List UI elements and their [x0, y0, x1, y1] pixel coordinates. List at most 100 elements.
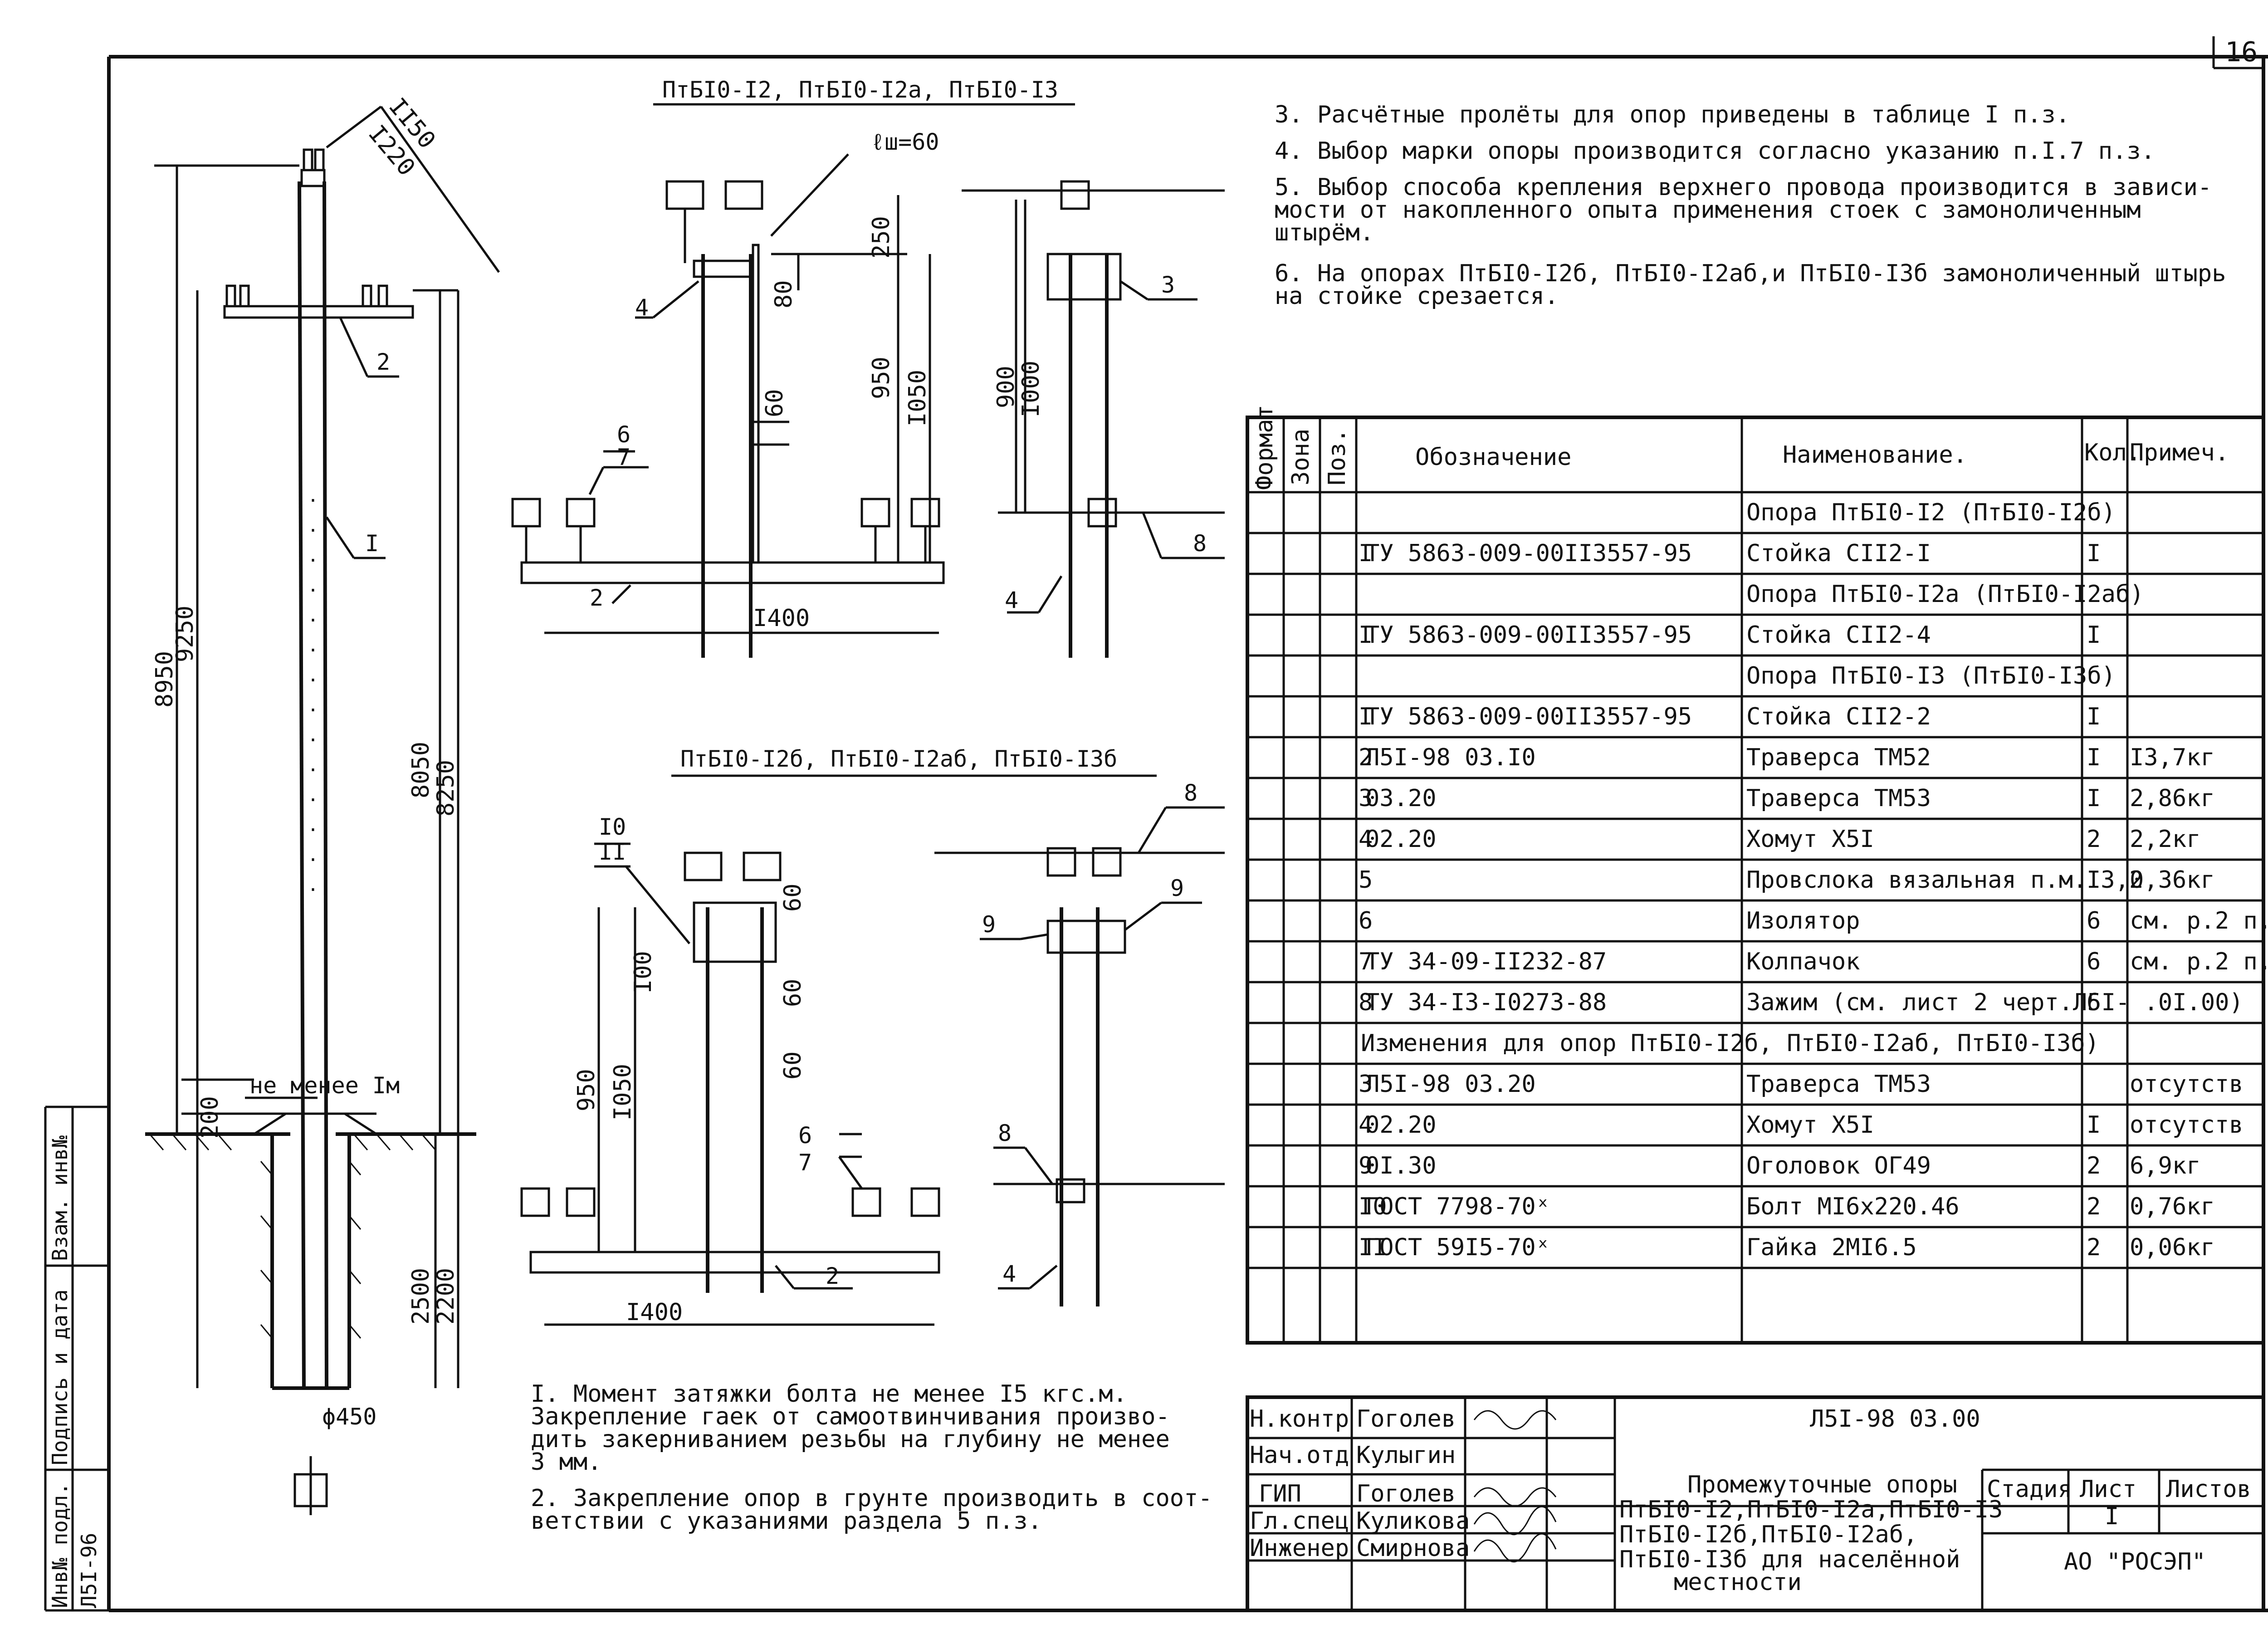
- dim-60-c: 60: [779, 978, 807, 1007]
- note-line: 5. Выбор способа крепления верхнего пров…: [1275, 174, 2212, 201]
- pos-4-view-a: 4: [635, 294, 649, 321]
- spec-cell-pos: 4: [1359, 826, 1373, 853]
- spec-cell-note: 0,06кг: [2130, 1234, 2215, 1261]
- dim-2200: 2200: [432, 1268, 459, 1325]
- dim-950-a: 950: [868, 357, 895, 399]
- dim-2500: 2500: [407, 1268, 435, 1325]
- spec-cell-qty: I: [2087, 703, 2101, 730]
- pos-7-view-a: 7: [617, 444, 631, 470]
- spec-cell-name: Опора ПтБI0-I2а (ПтБI0-I2аб): [1746, 581, 2144, 608]
- notes-bottom: I. Момент затяжки болта не менее I5 кгс.…: [531, 1380, 1212, 1535]
- spec-cell-pos: 7: [1359, 948, 1373, 975]
- spec-cell-name: Колпачок: [1746, 948, 1860, 975]
- organization: АО "РОСЭП": [2064, 1548, 2206, 1575]
- spec-cell-note: 0,76кг: [2130, 1193, 2215, 1220]
- dim-450: ϕ450: [322, 1404, 376, 1430]
- spec-cell-des: 02.20: [1365, 1111, 1437, 1139]
- pos-9-view-b-right: 9: [1170, 875, 1184, 901]
- dim-60-d: 60: [779, 1051, 807, 1080]
- spec-cell-pos: 2: [1359, 744, 1373, 771]
- spec-cell-pos: 3: [1359, 1071, 1373, 1098]
- dim-80: 80: [770, 280, 797, 308]
- spec-cell-name: Траверса ТМ53: [1746, 1071, 1931, 1098]
- side-stamp: Взам. инв№ Подпись и дата Инв№ подл. Л5I…: [44, 1106, 109, 1612]
- spec-cell-qty: 2: [2087, 1193, 2101, 1220]
- spec-header-designation: Обозначение: [1415, 444, 1571, 471]
- dim-200: 200: [196, 1096, 224, 1139]
- spec-cell-qty: 6: [2087, 907, 2101, 934]
- spec-cell-des: ТУ 5863-009-00II3557-95: [1365, 621, 1692, 649]
- spec-header-name: Наименование.: [1783, 441, 1967, 469]
- sheet-label: Лист: [2080, 1476, 2136, 1503]
- stage-label: Стадия: [1987, 1476, 2072, 1503]
- spec-cell-qty: I: [2087, 1111, 2101, 1139]
- name-4: Куликова: [1356, 1507, 1470, 1535]
- spec-cell-name: Стойка СII2-I: [1746, 540, 1931, 567]
- title-line: ПтБI0-I2,ПтБI0-I2а,ПтБI0-I3: [1619, 1496, 2003, 1523]
- note-line: 3. Расчётные пролёты для опор приведены …: [1275, 101, 2070, 128]
- spec-cell-note: 0,36кг: [2130, 866, 2215, 894]
- title-line: ПтБI0-I3б для населённой: [1619, 1546, 1960, 1573]
- pos-1-main: I: [365, 530, 379, 557]
- sheet-value: I: [2105, 1503, 2119, 1530]
- spec-cell-des: ГОСТ 7798-70ˣ: [1365, 1193, 1550, 1220]
- note-line: Закрепление гаек от самоотвинчивания про…: [531, 1403, 1170, 1430]
- view-b-side: 8 9 9 8 4: [934, 780, 1225, 1306]
- pos-9-view-b-left: 9: [982, 911, 996, 938]
- spec-cell-name: Траверса ТМ52: [1746, 744, 1931, 771]
- view-a-title: ПтБI0-I2, ПтБI0-I2а, ПтБI0-I3: [662, 77, 1058, 103]
- dim-950-b: 950: [573, 1069, 600, 1111]
- spec-rows: Опора ПтБI0-I2 (ПтБI0-I2б)IТУ 5863-009-0…: [1247, 499, 2268, 1269]
- dim-8050: 8050: [407, 742, 435, 798]
- spec-cell-des: ТУ 5863-009-00II3557-95: [1365, 703, 1692, 730]
- sheet-frame: 16: [107, 36, 2268, 1612]
- note-line: на стойке срезается.: [1275, 283, 1559, 310]
- spec-cell-qty: 2: [2087, 1152, 2101, 1179]
- spec-cell-name: Хомут Х5I: [1746, 826, 1874, 853]
- title-block: Л5I-98 03.00 Н.контр Нач.отд ГИП Гл.спец…: [1246, 1395, 2265, 1612]
- spec-cell-des: Л5I-98 03.20: [1365, 1071, 1536, 1098]
- spec-cell-pos: I: [1359, 703, 1373, 730]
- sheets-label: Листов: [2166, 1476, 2251, 1503]
- view-b-title: ПтБI0-I2б, ПтБI0-I2аб, ПтБI0-I3б: [680, 746, 1117, 772]
- stamp-inv: Инв№ подл.: [48, 1482, 72, 1608]
- pos-8-view-a: 8: [1193, 530, 1207, 557]
- spec-header-qty: Кол.: [2084, 439, 2141, 466]
- note-line: штырём.: [1275, 219, 1374, 246]
- dim-8250: 8250: [432, 760, 459, 817]
- role-glspec: Гл.спец: [1250, 1507, 1349, 1535]
- main-pole-drawing: 8950 9250 200 8050 8250 2500 2200 II50 I…: [145, 93, 500, 1515]
- name-5: Смирнова: [1356, 1535, 1470, 1562]
- dim-lsh: ℓш=60: [871, 129, 939, 155]
- dim-250: 250: [868, 216, 895, 259]
- name-2: Кулыгин: [1356, 1442, 1456, 1469]
- dim-8950: 8950: [151, 651, 178, 708]
- role-engineer: Инженер: [1250, 1535, 1349, 1562]
- note-line: 3 мм.: [531, 1448, 602, 1476]
- pos-4-view-a-side: 4: [1005, 587, 1018, 613]
- pos-3-view-a: 3: [1161, 272, 1175, 298]
- title-line: ПтБI0-I2б,ПтБI0-I2аб,: [1619, 1521, 1917, 1548]
- pos-7-view-b: 7: [798, 1150, 812, 1176]
- dim-100: I00: [630, 951, 657, 993]
- spec-cell-name: Провслока вязальная п.м.: [1746, 866, 2087, 894]
- spec-cell-note: I3,7кг: [2130, 744, 2215, 771]
- dim-1000: I000: [1017, 361, 1045, 417]
- spec-cell-qty: I: [2087, 540, 2101, 567]
- spec-header-note: Примеч.: [2130, 439, 2229, 466]
- spec-cell-pos: 4: [1359, 1111, 1373, 1139]
- title-line: Промежуточные опоры: [1687, 1471, 1957, 1498]
- pos-6-view-a: 6: [617, 421, 631, 448]
- pos-2-main: 2: [376, 349, 390, 375]
- spec-cell-qty: 6: [2087, 948, 2101, 975]
- view-b-front: ПтБI0-I2б, ПтБI0-I2аб, ПтБI0-I3б I400 95…: [520, 746, 1157, 1326]
- spec-cell-des: 0I.30: [1365, 1152, 1437, 1179]
- stamp-sign: Подпись и дата: [48, 1289, 72, 1465]
- spec-cell-qty: 2: [2087, 826, 2101, 853]
- spec-cell-name: Болт МI6х220.46: [1746, 1193, 1960, 1220]
- spec-cell-pos: I: [1359, 540, 1373, 567]
- spec-cell-des: 03.20: [1365, 785, 1437, 812]
- spec-cell-pos: 5: [1359, 866, 1373, 894]
- spec-cell-name: Оголовок ОГ49: [1746, 1152, 1931, 1179]
- spec-cell-pos: I0: [1359, 1193, 1387, 1220]
